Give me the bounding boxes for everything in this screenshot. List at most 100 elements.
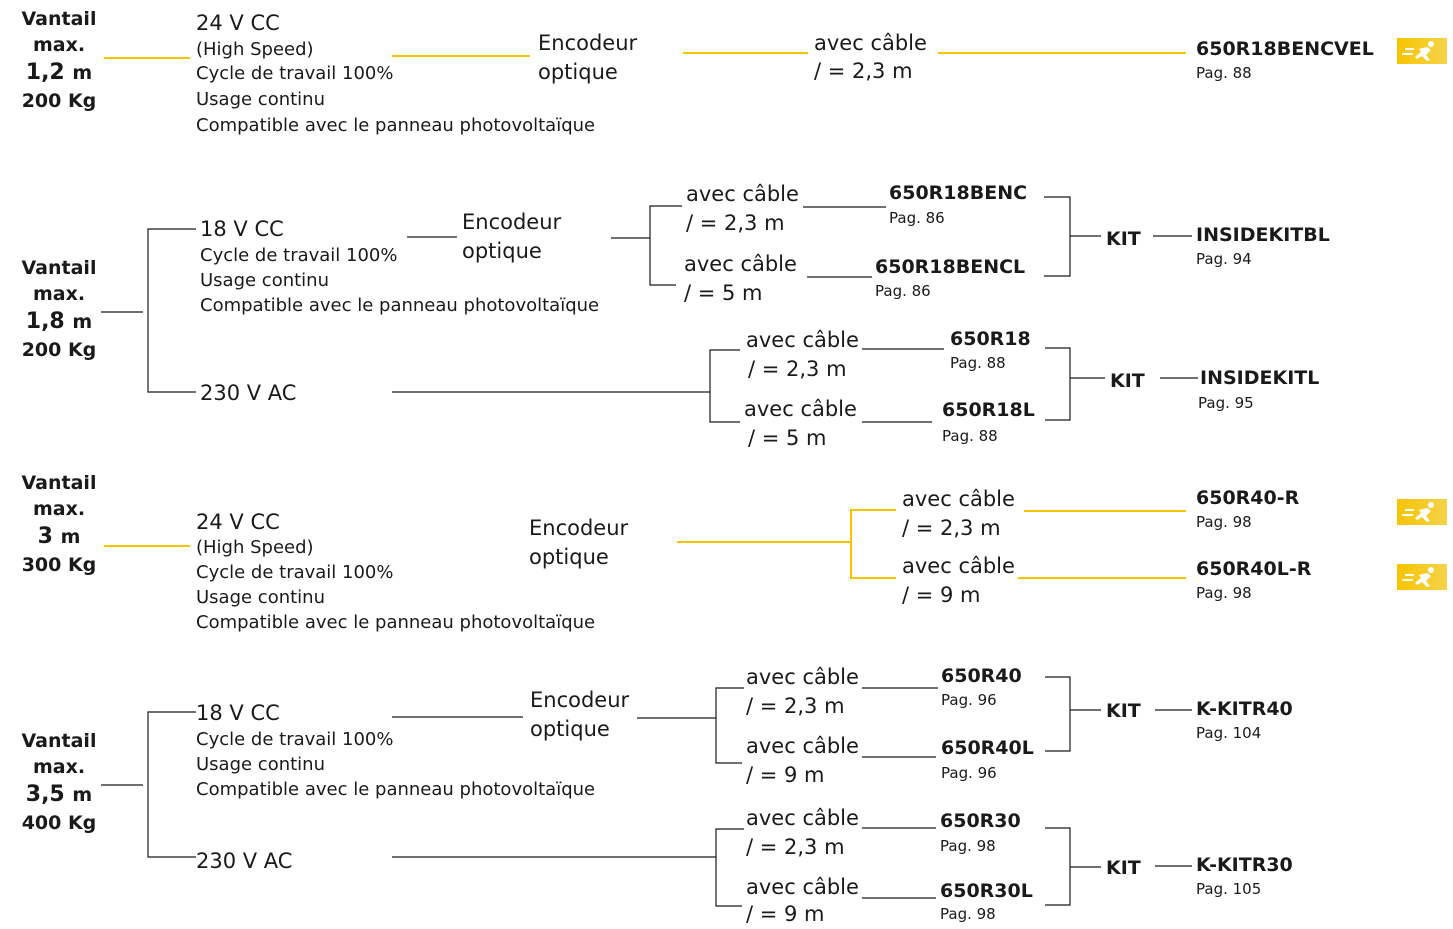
kit-label: KIT [1110, 370, 1145, 392]
size-value: 1,2 [25, 60, 65, 85]
cable-label: avec câble [902, 554, 1015, 578]
spec-line: Compatible avec le panneau photovoltaïqu… [196, 612, 596, 633]
weight-value: 200 Kg [21, 339, 97, 361]
kit-label: KIT [1106, 228, 1141, 250]
motor-label: 24 V CC [196, 510, 280, 534]
vantail-label: Vantail [21, 8, 97, 30]
size-unit: m [72, 62, 93, 84]
vantail-label: Vantail [21, 730, 97, 752]
encoder-label-2: optique [529, 545, 609, 569]
running-man-icon [1397, 564, 1447, 590]
cable-length: / = 5 m [748, 426, 827, 450]
motor-sub-label: (High Speed) [196, 39, 314, 60]
motor-sub-label: (High Speed) [196, 537, 314, 558]
max-label: max. [32, 34, 86, 56]
cable-length: / = 2,3 m [686, 211, 785, 235]
page-ref: Pag. 104 [1196, 724, 1262, 742]
weight-value: 200 Kg [21, 90, 97, 112]
cable-length: / = 2,3 m [746, 835, 845, 859]
product-code: 650R18BENC [889, 182, 1028, 204]
vantail-block-4: Vantail max. 3,5 m 400 Kg [0, 728, 118, 836]
cable-length: / = 2,3 m [902, 516, 1001, 540]
vantail-block-3: Vantail max. 3 m 300 Kg [0, 470, 118, 578]
size-value: 3 [37, 524, 53, 549]
cable-label: avec câble [686, 182, 799, 206]
weight-value: 400 Kg [21, 812, 97, 834]
page-ref: Pag. 96 [941, 691, 997, 709]
page-ref: Pag. 98 [1196, 584, 1252, 602]
spec-line: Cycle de travail 100% [200, 245, 398, 266]
kit-code: INSIDEKITL [1200, 367, 1320, 389]
cable-length: / = 5 m [684, 281, 763, 305]
size-value: 1,8 [25, 309, 65, 334]
product-code: 650R30L [940, 880, 1033, 902]
page-ref: Pag. 88 [942, 427, 998, 445]
cable-label: avec câble [814, 31, 927, 55]
product-code: 650R18 [950, 328, 1031, 350]
spec-line: Compatible avec le panneau photovoltaïqu… [196, 115, 596, 136]
spec-line: Usage continu [196, 89, 325, 110]
encoder-label-2: optique [462, 239, 542, 263]
motor-label: 24 V CC [196, 11, 280, 35]
cable-label: avec câble [744, 397, 857, 421]
product-code: 650R40L [941, 737, 1034, 759]
motor-label: 18 V CC [200, 217, 284, 241]
page-ref: Pag. 86 [889, 209, 945, 227]
cable-length: / = 2,3 m [748, 357, 847, 381]
size-unit: m [60, 526, 81, 548]
cable-label: avec câble [746, 665, 859, 689]
weight-value: 300 Kg [21, 554, 97, 576]
product-code: 650R40L-R [1196, 558, 1312, 580]
kit-code: K-KITR30 [1196, 854, 1293, 876]
cable-label: avec câble [746, 734, 859, 758]
cable-label: avec câble [746, 875, 859, 899]
vantail-block-1: Vantail max. 1,2 m 200 Kg [0, 6, 118, 114]
kit-label: KIT [1106, 857, 1141, 879]
page-ref: Pag. 98 [940, 837, 996, 855]
encoder-label: Encodeur [530, 688, 630, 712]
motor2-label: 230 V AC [200, 381, 297, 405]
spec-line: Compatible avec le panneau photovoltaïqu… [196, 779, 596, 800]
motor2-label: 230 V AC [196, 849, 293, 873]
product-code: 650R18BENCL [875, 256, 1026, 278]
spec-line: Cycle de travail 100% [196, 562, 394, 583]
page-ref: Pag. 94 [1196, 250, 1252, 268]
max-label: max. [32, 756, 86, 778]
page-ref: Pag. 98 [940, 905, 996, 923]
cable-label: avec câble [746, 328, 859, 352]
cable-label: avec câble [902, 487, 1015, 511]
page-ref: Pag. 88 [950, 354, 1006, 372]
spec-line: Cycle de travail 100% [196, 729, 394, 750]
encoder-label: Encodeur [538, 31, 638, 55]
cable-label: avec câble [746, 806, 859, 830]
cable-length: / = 2,3 m [746, 694, 845, 718]
size-unit: m [72, 784, 93, 806]
encoder-label: Encodeur [529, 516, 629, 540]
cable-length: / = 9 m [746, 763, 825, 787]
size-value: 3,5 [25, 782, 65, 807]
running-man-icon [1397, 38, 1447, 64]
page-ref: Pag. 86 [875, 282, 931, 300]
spec-line: Cycle de travail 100% [196, 63, 394, 84]
cable-label: avec câble [684, 252, 797, 276]
page-ref: Pag. 105 [1196, 880, 1262, 898]
cable-length: / = 2,3 m [814, 59, 913, 83]
product-code: 650R18L [942, 399, 1035, 421]
cable-length: / = 9 m [746, 902, 825, 926]
page-ref: Pag. 96 [941, 764, 997, 782]
max-label: max. [32, 498, 86, 520]
vantail-label: Vantail [21, 472, 97, 494]
page-ref: Pag. 88 [1196, 64, 1252, 82]
spec-line: Usage continu [196, 754, 325, 775]
vantail-block-2: Vantail max. 1,8 m 200 Kg [0, 255, 118, 363]
encoder-label-2: optique [538, 60, 618, 84]
product-code: 650R18BENCVEL [1196, 38, 1374, 60]
running-man-icon [1397, 499, 1447, 525]
kit-code: K-KITR40 [1196, 698, 1293, 720]
page-ref: Pag. 95 [1198, 394, 1254, 412]
cable-length: / = 9 m [902, 583, 981, 607]
spec-line: Usage continu [200, 270, 329, 291]
product-code: 650R40-R [1196, 487, 1300, 509]
spec-line: Compatible avec le panneau photovoltaïqu… [200, 295, 600, 316]
